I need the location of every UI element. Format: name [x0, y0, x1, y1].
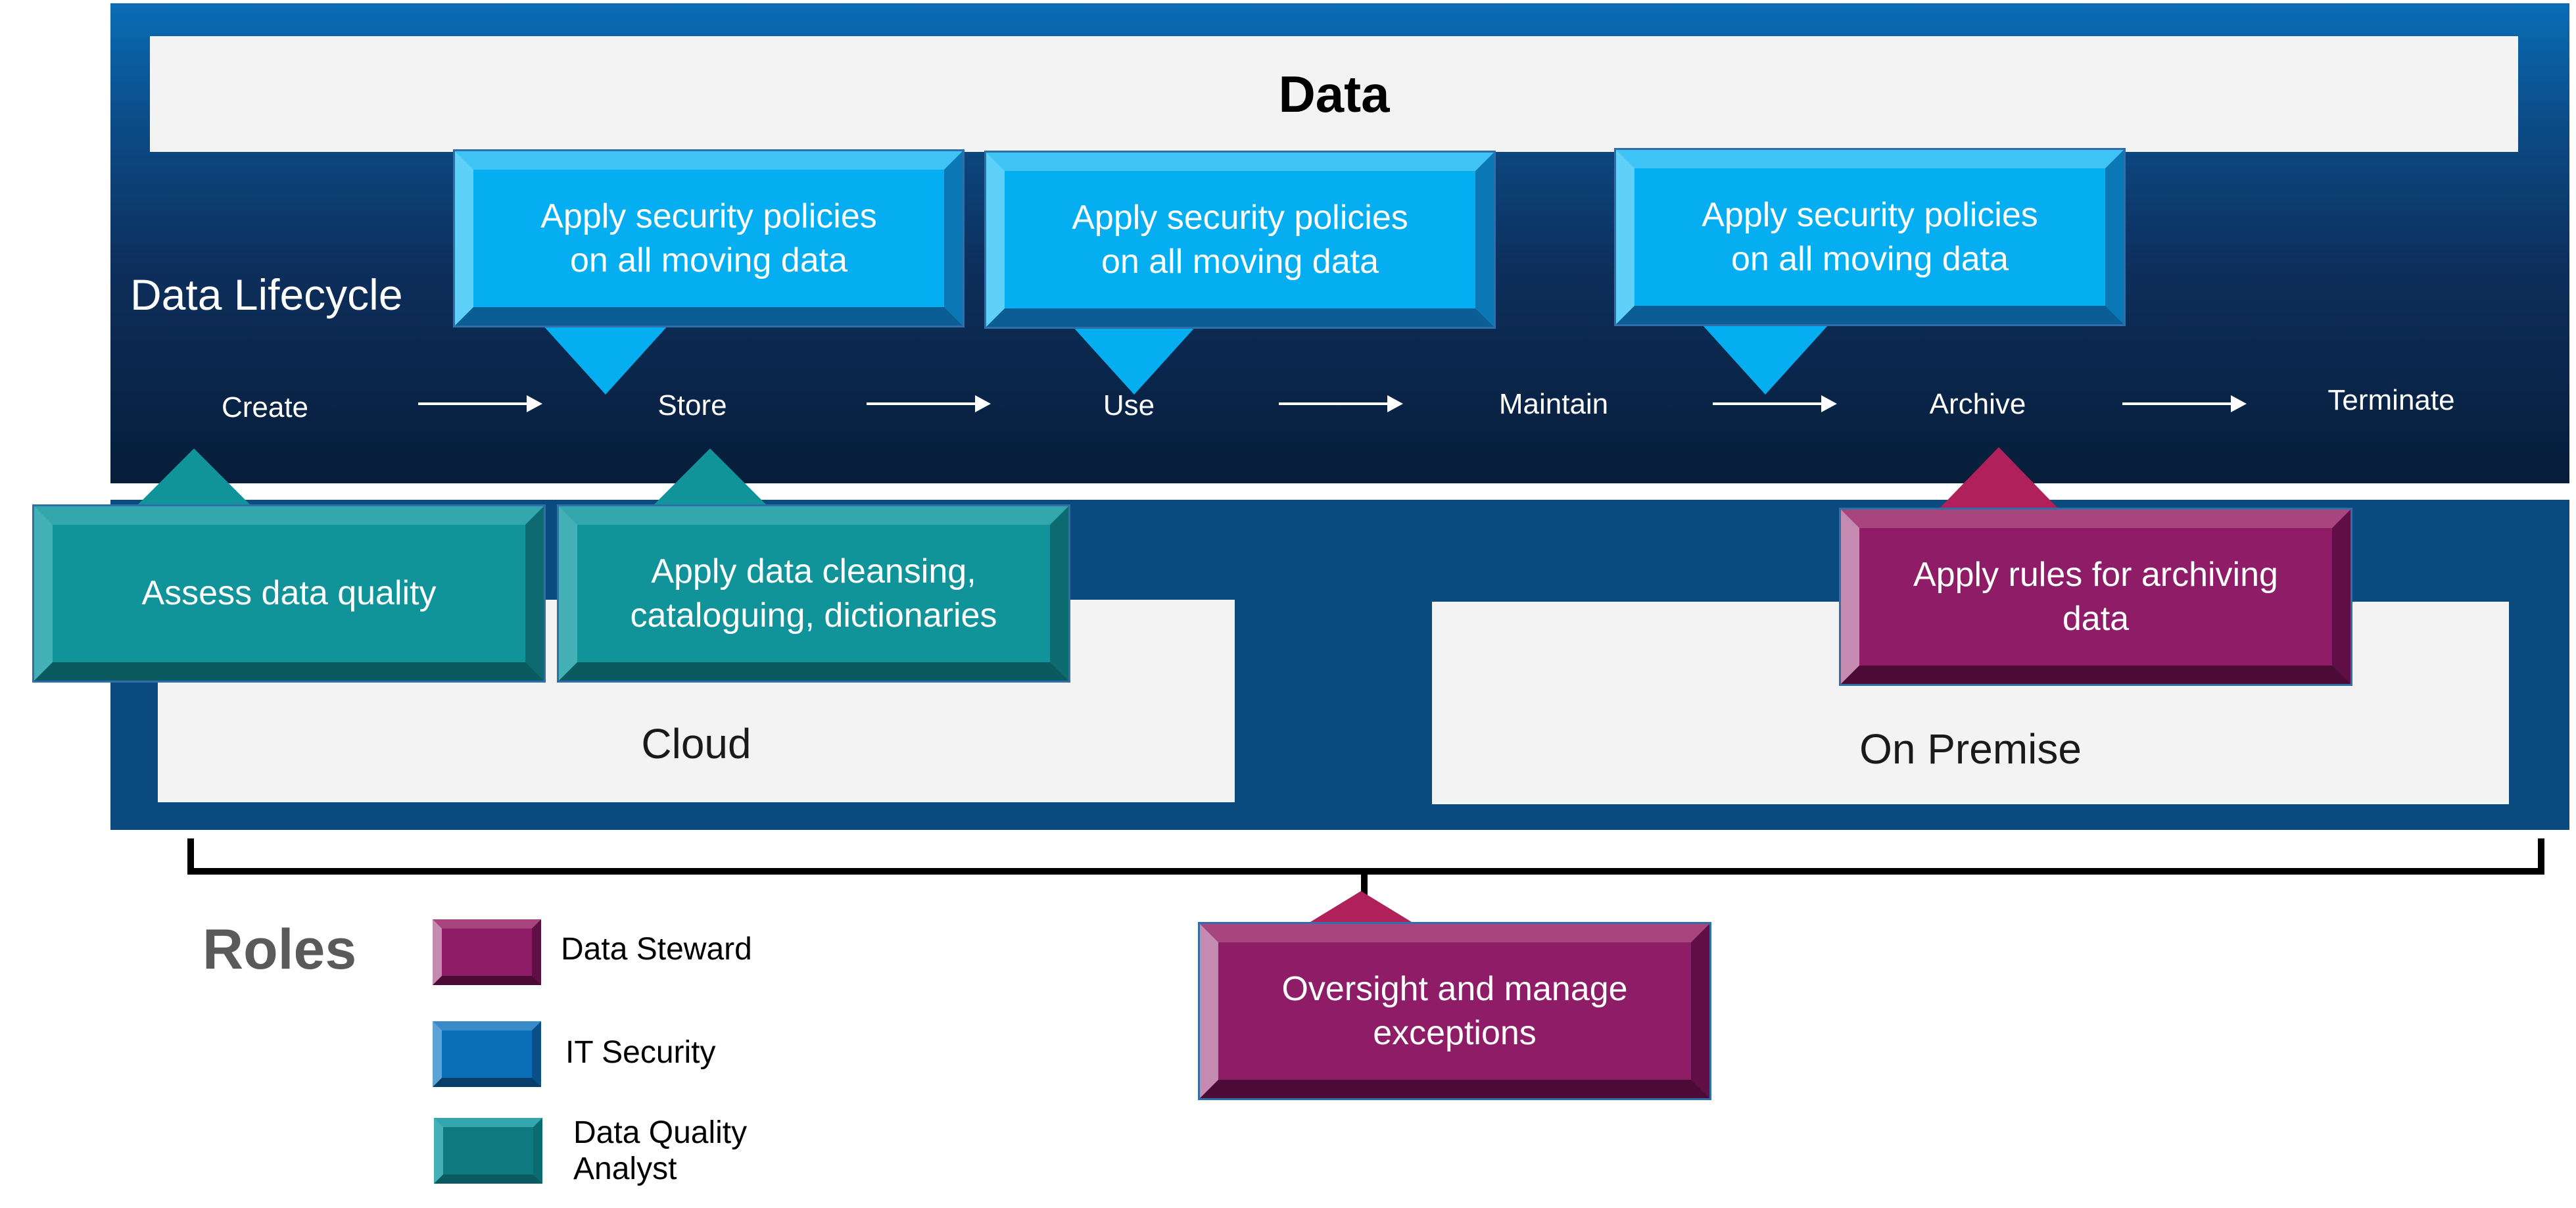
flow-arrow-icon [867, 395, 991, 412]
legend-label-data-quality-analyst: Data Quality Analyst [573, 1115, 748, 1187]
bracket-end [2538, 838, 2544, 875]
callout-text: Apply rules for archiving data [1913, 555, 2278, 638]
callout-pointer-icon [1072, 326, 1197, 395]
flow-arrow-icon [1279, 395, 1403, 412]
archiving-callout: Apply rules for archiving data [1839, 508, 2352, 686]
callout-pointer-icon [1299, 891, 1423, 929]
on-premise-label: On Premise [1859, 725, 2082, 773]
callout-pointer-icon [543, 326, 668, 395]
callout-pointer-icon [648, 448, 773, 511]
legend-label-it-security: IT Security [565, 1035, 716, 1070]
data-header-bar: Data [150, 36, 2518, 152]
flow-arrow-icon [1713, 395, 1837, 412]
security-callout-store: Apply security policies on all moving da… [453, 149, 965, 327]
stage-terminate: Terminate [2327, 384, 2455, 416]
bracket-end [187, 838, 194, 875]
legend-swatch-data-steward [433, 919, 541, 985]
flow-arrow-icon [418, 395, 542, 412]
legend-swatch-data-quality-analyst [434, 1118, 542, 1184]
stage-use: Use [1103, 389, 1155, 422]
legend-swatch-it-security [433, 1021, 541, 1087]
callout-text: Apply security policies on all moving da… [1072, 198, 1408, 281]
callout-text: Oversight and manage exceptions [1281, 969, 1628, 1052]
callout-text: Apply security policies on all moving da… [540, 197, 877, 279]
stage-maintain: Maintain [1498, 388, 1609, 420]
cleansing-callout: Apply data cleansing, cataloguing, dicti… [557, 504, 1070, 683]
page-title: Data [1278, 64, 1390, 123]
callout-pointer-icon [1936, 447, 2061, 512]
callout-pointer-icon [131, 448, 256, 511]
legend-label-data-steward: Data Steward [561, 932, 752, 967]
security-callout-archive: Apply security policies on all moving da… [1614, 148, 2126, 326]
security-callout-use: Apply security policies on all moving da… [984, 151, 1496, 329]
flow-arrow-icon [2122, 395, 2247, 412]
oversight-callout: Oversight and manage exceptions [1198, 922, 1711, 1100]
stage-archive: Archive [1929, 388, 2026, 420]
callout-text: Apply security policies on all moving da… [1702, 195, 2038, 278]
callout-text: Assess data quality [141, 574, 437, 613]
bracket-stem [1361, 868, 1368, 907]
lifecycle-label: Data Lifecycle [130, 270, 403, 319]
stage-create: Create [221, 391, 309, 423]
callout-text: Apply data cleansing, cataloguing, dicti… [630, 552, 997, 635]
quality-callout: Assess data quality [32, 504, 546, 683]
stage-store: Store [657, 389, 727, 422]
roles-title: Roles [203, 918, 357, 981]
cloud-label: Cloud [641, 720, 751, 767]
callout-pointer-icon [1703, 326, 1828, 395]
